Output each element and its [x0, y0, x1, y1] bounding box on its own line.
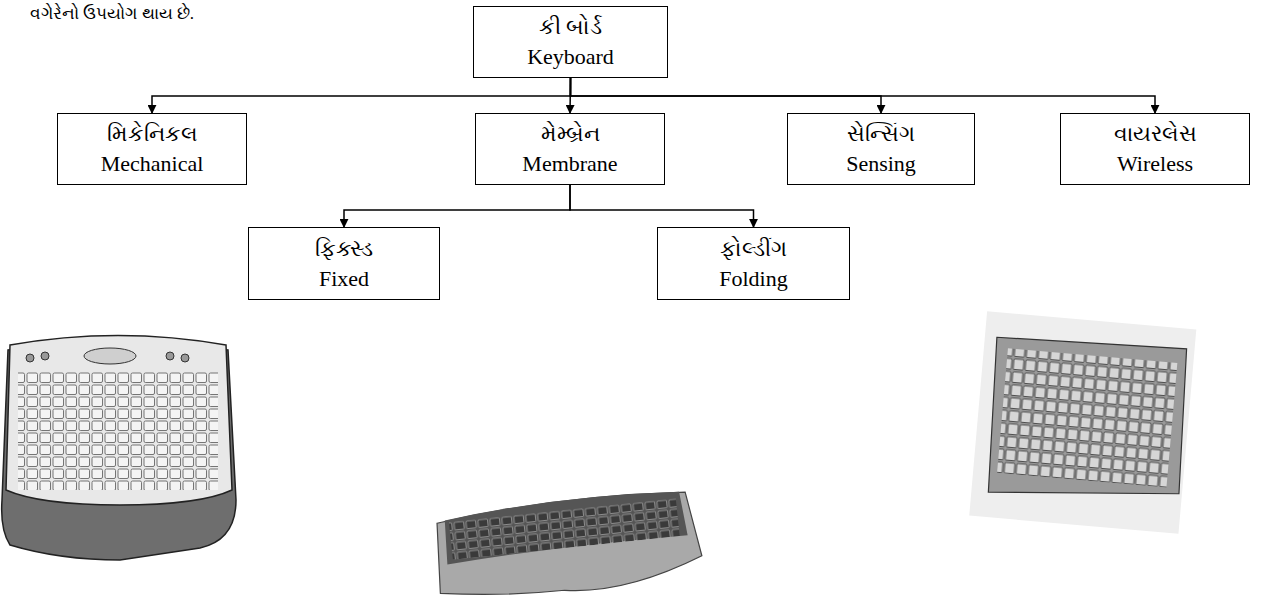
gujarati-label: મેમ્બ્રેન	[541, 119, 600, 149]
category-box: ફિક્સ્ડFixed	[248, 227, 440, 300]
category-box: સેન્સિંગSensing	[787, 113, 975, 185]
folding-keyboard	[969, 311, 1196, 534]
category-box: ફોલ્ડીંગFolding	[657, 227, 850, 300]
english-label: Keyboard	[527, 42, 614, 72]
tree-connector	[571, 78, 1156, 113]
gujarati-label: વાયરલેસ	[1114, 119, 1197, 149]
fixed-keyboard	[432, 486, 704, 603]
english-label: Mechanical	[101, 149, 204, 179]
english-label: Wireless	[1117, 149, 1193, 179]
note-text: વગેરેનો ઉપયોગ થાય છે.	[30, 4, 194, 24]
tree-connector	[152, 78, 571, 113]
gujarati-label: કી બોર્ડ	[539, 12, 603, 42]
category-box: કી બોર્ડKeyboard	[473, 6, 668, 78]
english-label: Sensing	[846, 149, 916, 179]
english-label: Folding	[719, 264, 787, 294]
gujarati-label: ફિક્સ્ડ	[315, 234, 373, 264]
ergonomic-keyboard	[2, 336, 236, 561]
category-box: મેમ્બ્રેનMembrane	[475, 113, 665, 185]
tree-connector	[344, 185, 570, 227]
gujarati-label: ફોલ્ડીંગ	[720, 234, 787, 264]
gujarati-label: મિકેનિકલ	[107, 119, 198, 149]
tree-connector	[570, 185, 754, 227]
english-label: Membrane	[522, 149, 617, 179]
category-box: વાયરલેસWireless	[1060, 113, 1250, 185]
english-label: Fixed	[319, 264, 369, 294]
category-box: મિકેનિકલMechanical	[57, 113, 247, 185]
gujarati-label: સેન્સિંગ	[847, 119, 915, 149]
